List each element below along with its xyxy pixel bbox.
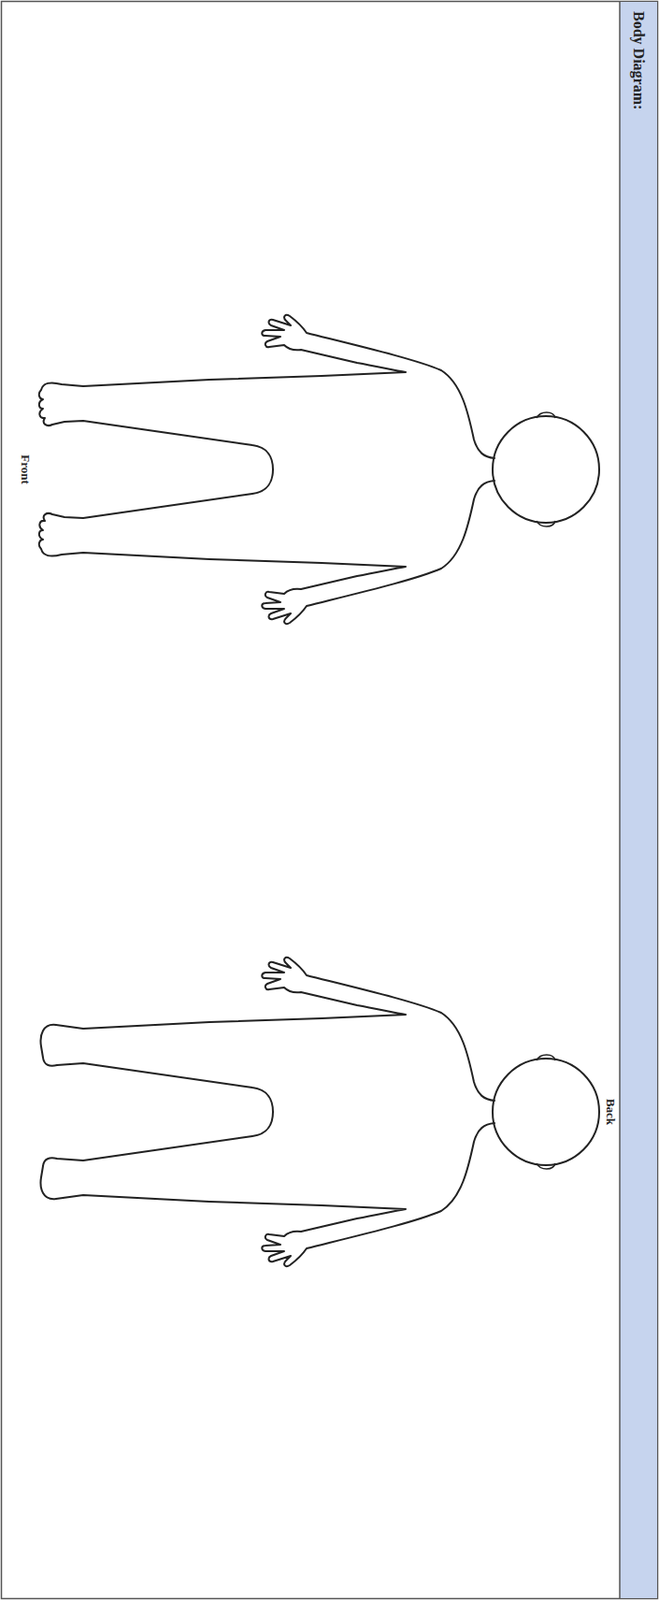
view-label: Front [17,454,33,485]
diagram-title: Body Diagram: [630,11,647,110]
front-figure [39,315,600,624]
header-band [619,1,658,1598]
back-figure [41,957,600,1266]
band-rule [618,1,621,1598]
view-label: Back [602,1098,618,1125]
